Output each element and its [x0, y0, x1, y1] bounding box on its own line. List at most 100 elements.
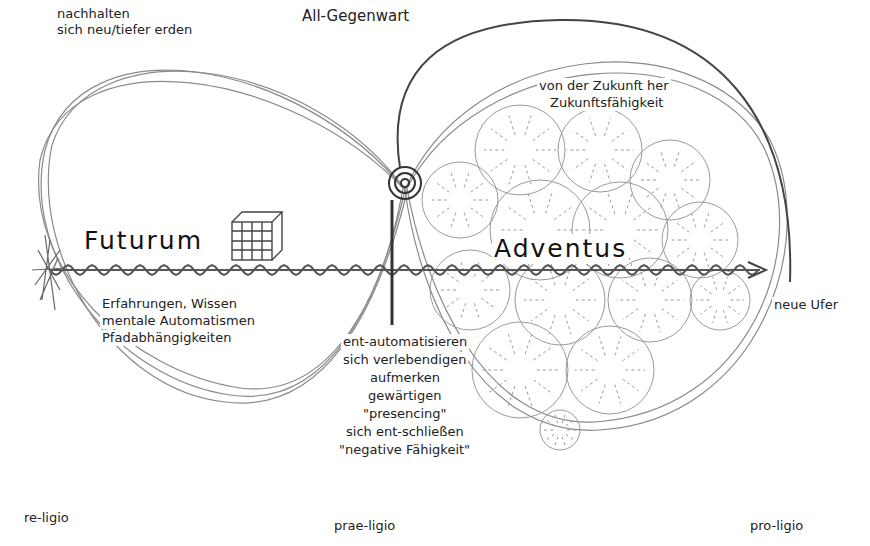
ray-line [701, 286, 712, 294]
ray-line [575, 370, 595, 371]
idea-circle [566, 326, 654, 414]
ray-line [573, 279, 589, 291]
ray-line [566, 150, 585, 151]
ray-line [481, 298, 496, 309]
ray-line [573, 130, 588, 141]
ray-line [555, 415, 558, 424]
idea-circle [490, 180, 590, 280]
note-text: sich verlebendigen [341, 352, 468, 368]
ray-line [444, 298, 459, 309]
ray-line [612, 130, 627, 141]
note-text: prae-ligio [332, 518, 397, 534]
ray-line [625, 370, 645, 371]
idea-circle [540, 410, 580, 450]
note-text: Zukunftsfähigkeit [548, 95, 665, 111]
ray-line [599, 385, 605, 404]
ray-line [534, 380, 552, 393]
idea-circle [422, 162, 498, 238]
ray-line [531, 279, 547, 291]
ray-line [549, 315, 555, 334]
note-text: gewärtigen [366, 388, 443, 404]
ray-line [473, 200, 490, 201]
ray-line [451, 213, 456, 229]
note-text: nachhalten [55, 6, 132, 22]
ray-line [491, 159, 507, 171]
ray-line [533, 159, 549, 171]
ray-line [489, 347, 507, 360]
ray-line [537, 370, 559, 371]
ray-line [482, 370, 504, 371]
ray-line [713, 240, 730, 241]
ray-line [508, 386, 515, 407]
ray-line [713, 277, 717, 290]
ray-line [675, 222, 689, 232]
ray-line [544, 430, 553, 431]
ray-line [531, 309, 547, 321]
note-text: All-Gegenwart [300, 8, 411, 24]
ray-line [534, 347, 552, 360]
ray-line [554, 207, 572, 220]
ray-line [691, 211, 696, 227]
ray-line [608, 194, 615, 215]
note-text: "presencing" [361, 406, 449, 422]
ray-line [562, 437, 565, 446]
ray-line [623, 379, 639, 391]
ray-line [576, 300, 596, 301]
ray-line [525, 116, 531, 135]
note-text: mentale Automatismen [100, 313, 257, 329]
note-text: sich ent-schließen [344, 424, 466, 440]
ray-line [665, 300, 684, 301]
ray-line [605, 164, 611, 182]
note-text: aufmerken [368, 370, 442, 386]
ray-line [674, 150, 680, 167]
ray-line [474, 303, 480, 320]
ray-line [500, 230, 523, 231]
ray-line [615, 337, 621, 356]
ray-line [704, 211, 709, 227]
note-text: "negative Fähigkeit" [337, 442, 472, 458]
ray-line [634, 207, 652, 220]
ray-line [696, 300, 710, 301]
note-text: Erfahrungen, Wissen [100, 296, 239, 312]
note-text: ent-automatisieren [341, 334, 469, 350]
grid-cube [232, 212, 282, 260]
ray-line [545, 192, 552, 213]
ray-line [444, 271, 459, 282]
ray-line [547, 434, 554, 439]
ray-line [555, 437, 558, 446]
ray-line [509, 116, 515, 135]
ray-line [670, 240, 687, 241]
right-loop [405, 62, 787, 430]
ray-line [508, 334, 515, 355]
ray-line [582, 379, 598, 391]
ray-line [547, 421, 554, 426]
ray-line [536, 150, 556, 151]
ray-line [582, 230, 604, 231]
idea-circle [662, 202, 738, 278]
ray-line [430, 200, 447, 201]
region-title: Futurum [82, 226, 205, 256]
ray-line [662, 280, 677, 291]
note-text: von der Zukunft her [537, 78, 671, 94]
ray-line [474, 260, 480, 277]
ray-line [573, 309, 589, 321]
ray-line [590, 118, 596, 136]
ray-line [655, 314, 661, 332]
ray-line [464, 171, 469, 187]
ray-line [623, 349, 639, 361]
ray-line [435, 182, 449, 192]
ray-line [566, 434, 573, 439]
ray-line [615, 150, 634, 151]
ray-line [484, 290, 502, 291]
ray-line [491, 129, 507, 141]
ray-line [675, 248, 689, 258]
ray-line [612, 159, 627, 170]
note-text: Pfadabhängigkeiten [100, 330, 233, 346]
ray-line [634, 240, 652, 253]
note-text: pro-ligio [748, 518, 805, 534]
ray-line [451, 171, 456, 187]
ray-line [508, 207, 526, 220]
note-text: re-ligio [22, 510, 71, 526]
ray-line [605, 118, 611, 136]
ray-line [489, 380, 507, 393]
